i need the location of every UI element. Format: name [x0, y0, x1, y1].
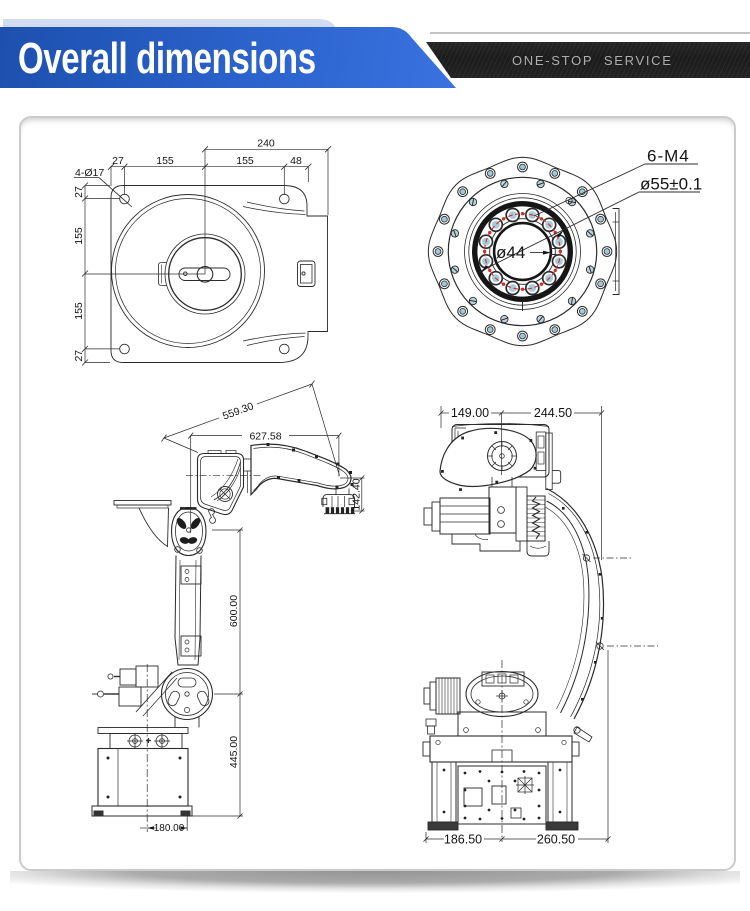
svg-text:155: 155 — [156, 155, 174, 167]
svg-text:4-Ø17: 4-Ø17 — [75, 167, 104, 179]
svg-text:27: 27 — [73, 186, 85, 198]
svg-text:ø44: ø44 — [496, 243, 525, 262]
svg-text:48: 48 — [290, 155, 302, 167]
svg-text:149.00: 149.00 — [451, 406, 489, 420]
svg-text:155: 155 — [236, 155, 254, 167]
svg-text:27: 27 — [73, 350, 85, 362]
svg-text:ø55±0.1: ø55±0.1 — [640, 175, 702, 194]
svg-text:240: 240 — [257, 138, 275, 150]
svg-text:142.40: 142.40 — [351, 478, 363, 510]
svg-text:155: 155 — [73, 302, 85, 320]
svg-text:180.00: 180.00 — [154, 823, 185, 834]
svg-text:260.50: 260.50 — [537, 833, 575, 847]
svg-text:244.50: 244.50 — [534, 406, 572, 420]
svg-text:27: 27 — [112, 155, 124, 167]
svg-text:445.00: 445.00 — [228, 736, 240, 768]
svg-text:155: 155 — [73, 227, 85, 245]
svg-text:600.00: 600.00 — [228, 595, 240, 627]
svg-text:186.50: 186.50 — [444, 833, 482, 847]
svg-text:627.58: 627.58 — [249, 430, 281, 442]
svg-text:6-M4: 6-M4 — [647, 147, 690, 166]
svg-text:559.30: 559.30 — [221, 400, 255, 422]
